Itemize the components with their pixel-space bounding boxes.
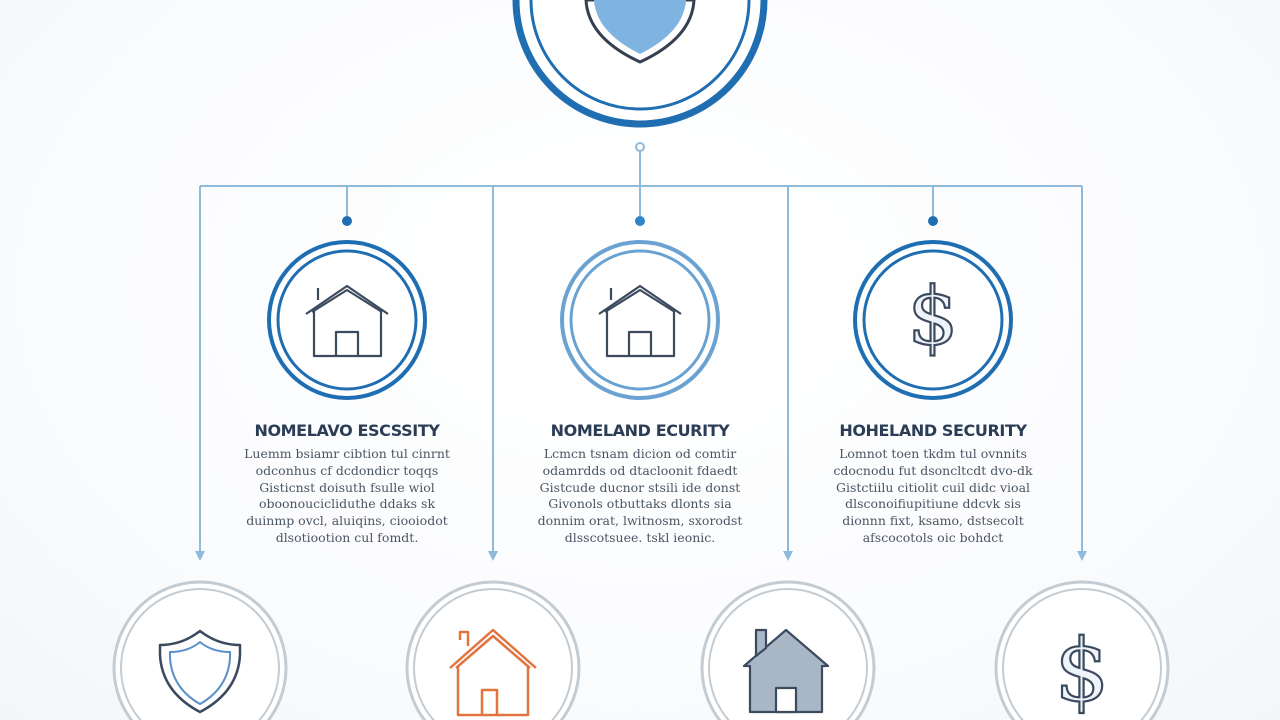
column-text-line: dlsotiootion cul fomdt. [275, 529, 419, 545]
column-text-line: Gistcude ducnor stsili ide donst [539, 479, 741, 495]
house-filled-icon [742, 628, 830, 714]
column-node-2 [560, 240, 720, 400]
house-orange-icon [449, 628, 537, 717]
column-text-line: dionnn fixt, ksamo, dstsecolt [842, 513, 1024, 529]
column-text-line: odamrdds od dtacloonit fdaedt [542, 462, 738, 478]
bottom-node-4-ring-inner [1002, 588, 1162, 720]
connector-lines [195, 142, 1087, 561]
column-text-line: dlsconoifiupitiune ddcvk sis [845, 496, 1021, 512]
bottom-node-2 [405, 580, 581, 720]
shield-outline-icon [158, 629, 242, 714]
column-text-line: Gisticnst doisuth fsulle wiol [259, 479, 435, 495]
bottom-node-1-ring-inner [120, 588, 280, 720]
dollar-icon: $ [908, 270, 959, 363]
top-node [512, 0, 768, 128]
column-caption-3: HOHELAND SECURITY Lomnot toen tkdm tul o… [813, 421, 1053, 547]
column-text-line: duinmp ovcl, aluiqins, ciooiodot [246, 513, 448, 529]
column-text-line: Gistctiilu citiolit cuil didc vioal [835, 479, 1031, 495]
column-text-line: Lomnot toen tkdm tul ovnnits [839, 446, 1027, 461]
column-node-1-ring-inner [276, 249, 418, 391]
column-title: NOMELAND ECURITY [550, 421, 730, 440]
column-text-line: dlsscotsuee. tskl ieonic. [564, 529, 716, 545]
house-icon [598, 284, 682, 358]
dollar-icon: $ [1055, 621, 1110, 720]
column-node-3: $ [853, 240, 1013, 400]
branch-dot-1 [342, 216, 352, 226]
branch-dot-2 [635, 216, 645, 226]
bottom-node-2-ring-inner [413, 588, 573, 720]
column-text-line: odconhus cf dcdondicr toqqs [255, 462, 439, 478]
column-caption-1: NOMELAVO ESCSSITY Luemm bsiamr cibtion t… [227, 421, 467, 547]
column-text-line: Lcmcn tsnam dicion od comtir [543, 446, 737, 461]
column-text-line: oboonoucicliduthe ddaks sk [258, 496, 436, 512]
column-node-3-ring-inner [862, 249, 1004, 391]
column-text-line: afscocotols oic bohdct [862, 529, 1004, 545]
bottom-node-3 [700, 580, 876, 720]
house-icon [305, 284, 389, 358]
top-connector-dot [635, 142, 645, 152]
column-text-line: cdocnodu fut dsoncltcdt dvo-dk [833, 462, 1033, 478]
column-text-line: Givonols otbuttaks dlonts sia [548, 496, 732, 512]
column-caption-2: NOMELAND ECURITY Lcmcn tsnam dicion od c… [520, 421, 760, 547]
column-text-line: donnim orat, lwitnosm, sxorodst [537, 513, 743, 529]
column-node-1 [267, 240, 427, 400]
column-node-2-ring-inner [569, 249, 711, 391]
column-title: HOHELAND SECURITY [839, 421, 1027, 440]
bottom-node-4: $ [994, 580, 1170, 720]
bottom-node-1 [112, 580, 288, 720]
column-text-line: Luemm bsiamr cibtion tul cinrnt [244, 446, 450, 461]
branch-dot-3 [928, 216, 938, 226]
shield-icon [584, 0, 696, 64]
column-title: NOMELAVO ESCSSITY [254, 421, 440, 440]
